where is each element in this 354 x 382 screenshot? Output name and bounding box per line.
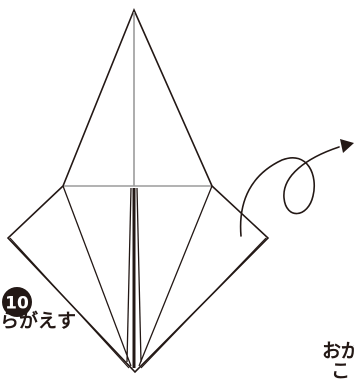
- arrow-head-icon: [340, 139, 354, 153]
- turn-over-arrow: [241, 147, 339, 236]
- side-instruction-continuation: こ: [331, 362, 350, 381]
- step-instruction: らがえす: [0, 312, 76, 331]
- side-instruction: おが: [322, 342, 354, 361]
